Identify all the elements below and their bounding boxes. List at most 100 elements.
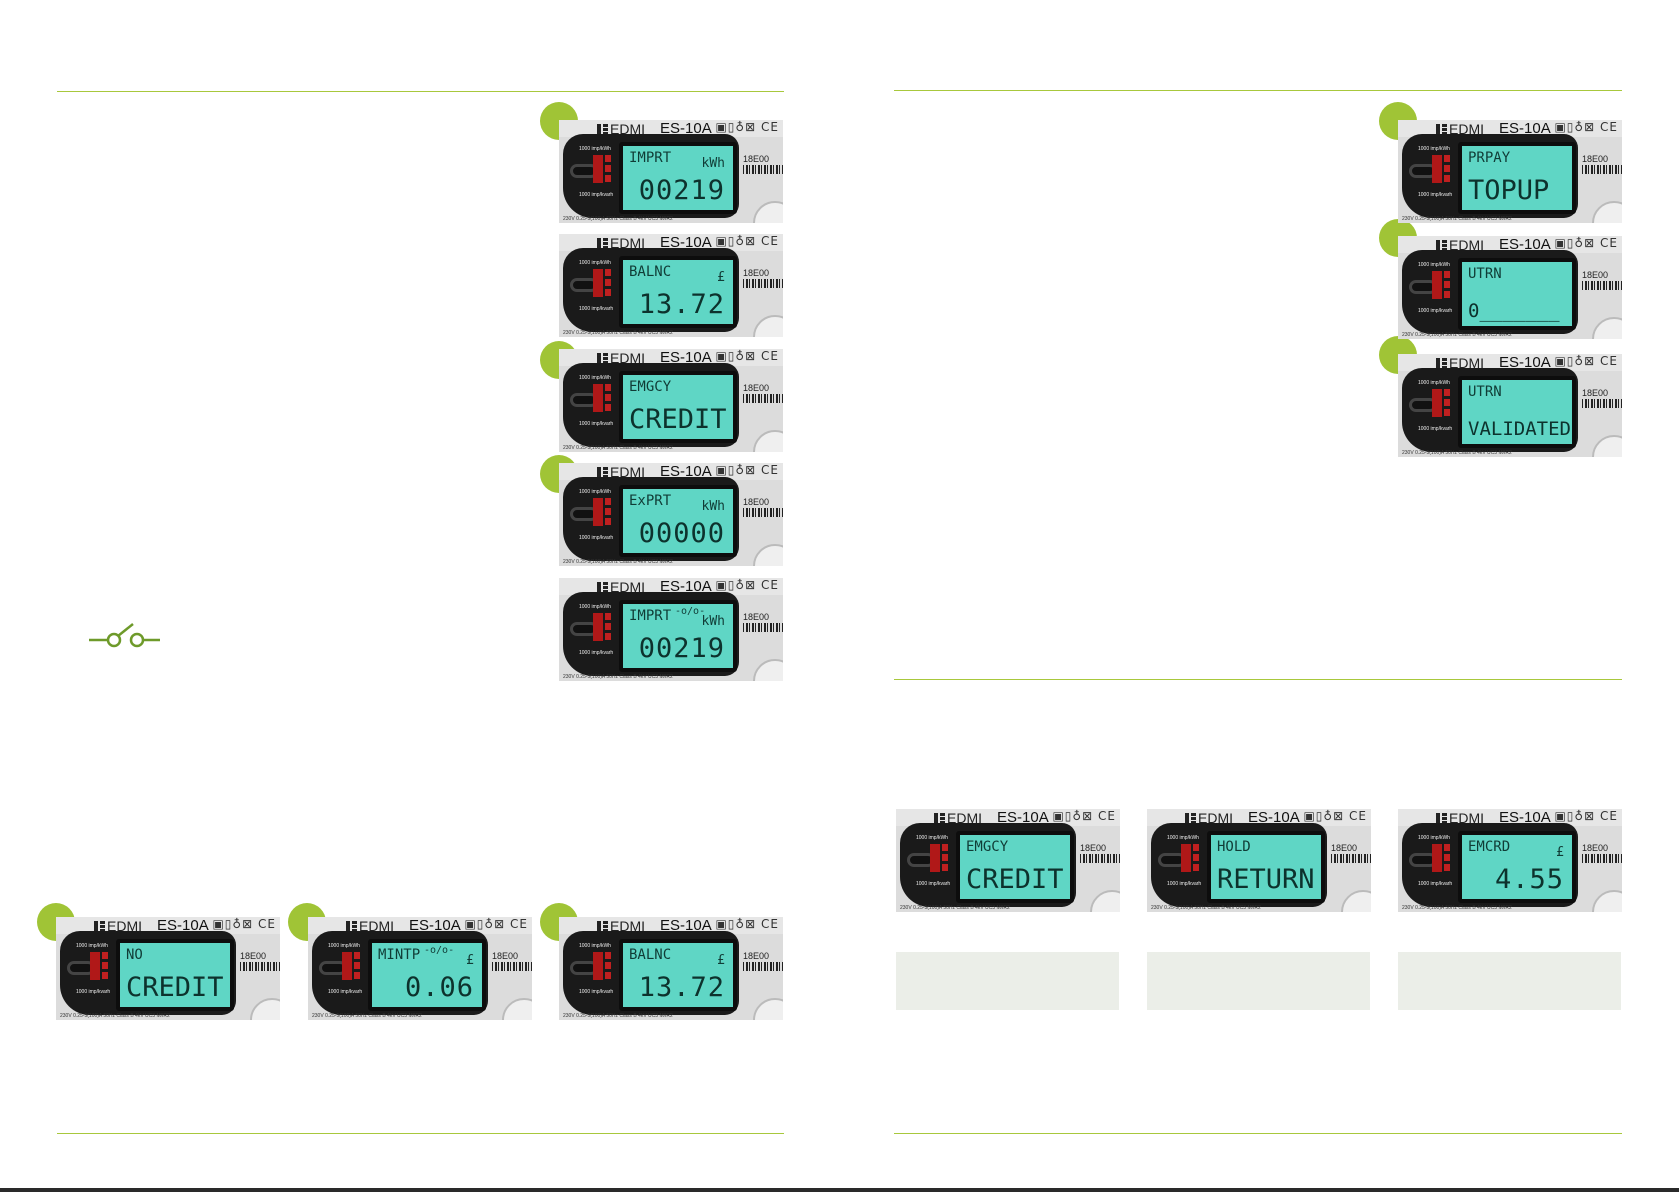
meter-model: ES-10A [409,917,461,934]
right-top-rule [894,90,1622,91]
meter-imp-label: 1000 imp/kWh [1418,262,1450,268]
meter-serial: 18E00 [1582,154,1609,164]
meter-header [559,349,783,366]
lcd-line-1: HOLD [1217,839,1251,855]
led-indicator-icon [1432,271,1450,299]
edmi-logo-icon [346,921,357,932]
lcd-line-1: MINTP [378,947,421,963]
lcd-line-1: EMGCY [629,379,672,395]
lcd-unit: £ [717,270,725,285]
meter-brand: EDMI [1449,810,1484,826]
barcode-icon [1582,165,1622,174]
edmi-logo-icon [934,813,945,824]
meter-imp-label: 1000 imp/kvarh [76,989,111,995]
meter-header [1398,354,1622,371]
led-indicator-icon [593,155,611,183]
caption-box [1147,952,1370,1010]
lcd-line-2: CREDIT [629,404,727,435]
meter-brand: EDMI [359,918,394,934]
meter-brand: EDMI [1449,355,1484,371]
meter-header [1398,120,1622,137]
meter-imp-label: 1000 imp/kvarh [1167,881,1202,887]
certification-icons: ▣▯♁⊠ CE [1052,809,1116,823]
meter-header [559,234,783,251]
led-indicator-icon [1432,155,1450,183]
edmi-logo-icon [597,921,608,932]
switch-open-icon [89,623,160,648]
caption-box [896,952,1119,1010]
meter-header [896,809,1120,826]
edmi-logo-icon [597,238,608,249]
barcode-icon [1582,399,1622,408]
meter-dial-icon [753,659,783,681]
meter-serial: 18E00 [743,497,770,507]
barcode-icon [743,623,783,632]
led-indicator-icon [342,952,360,980]
meter-imp-label: 1000 imp/kWh [76,943,108,949]
meter-serial: 18E00 [240,951,267,961]
meter-dial-icon [1592,317,1622,339]
meter-imp-label: 1000 imp/kvarh [579,989,614,995]
meter-header [559,463,783,480]
meter-model: ES-10A [660,349,712,366]
certification-icons: ▣▯♁⊠ CE [715,578,779,592]
lcd-line-2: 00000 [638,518,725,549]
meter-imp-label: 1000 imp/kWh [579,489,611,495]
meter-dial-icon [250,998,280,1020]
meter-rating-label: 230V 0.25-5(100)A 50Hz Class B 4kV UC3 M… [60,1013,170,1019]
meter-imp-label: 1000 imp/kvarh [579,421,614,427]
meter-header [308,917,532,934]
meter-dial-icon [753,201,783,223]
edmi-logo-icon [597,124,608,135]
lcd-line-1: ExPRT [629,493,672,509]
edmi-logo-icon [597,582,608,593]
meter-imp-label: 1000 imp/kWh [328,943,360,949]
barcode-icon [743,394,783,403]
led-indicator-icon [90,952,108,980]
lcd-screen: BALNC£13.72 [619,256,737,328]
meter-rating-label: 230V 0.25-5(100)A 50Hz Class B 4kV UC3 M… [1151,905,1261,911]
led-indicator-icon [1432,844,1450,872]
meter-dial-icon [753,430,783,452]
meter-dial-icon [1592,201,1622,223]
certification-icons: ▣▯♁⊠ CE [715,349,779,363]
meter-serial: 18E00 [1582,843,1609,853]
barcode-icon [1331,854,1371,863]
lcd-unit: kWh [701,499,725,514]
meter-dial-icon [753,315,783,337]
meter-model: ES-10A [997,809,1049,826]
led-indicator-icon [1432,389,1450,417]
caption-box [1398,952,1621,1010]
barcode-icon [743,962,783,971]
certification-icons: ▣▯♁⊠ CE [1303,809,1367,823]
meter-rating-label: 230V 0.25-5(100)A 50Hz Class B 4kV UC3 M… [563,674,673,680]
certification-icons: ▣▯♁⊠ CE [1554,354,1618,368]
lcd-screen: MINTP-o/o-£0.06 [368,939,486,1011]
meter-imp-label: 1000 imp/kWh [579,375,611,381]
lcd-line-1: UTRN [1468,384,1502,400]
edmi-logo-icon [1185,813,1196,824]
edmi-logo-icon [1436,240,1447,251]
meter-serial: 18E00 [1331,843,1358,853]
meter-header [56,917,280,934]
led-indicator-icon [593,498,611,526]
lcd-unit: £ [1556,845,1564,860]
left-top-rule [57,91,784,92]
meter-serial: 18E00 [1582,388,1609,398]
meter-brand: EDMI [947,810,982,826]
edmi-logo-icon [597,353,608,364]
meter-dial-icon [1592,890,1622,912]
